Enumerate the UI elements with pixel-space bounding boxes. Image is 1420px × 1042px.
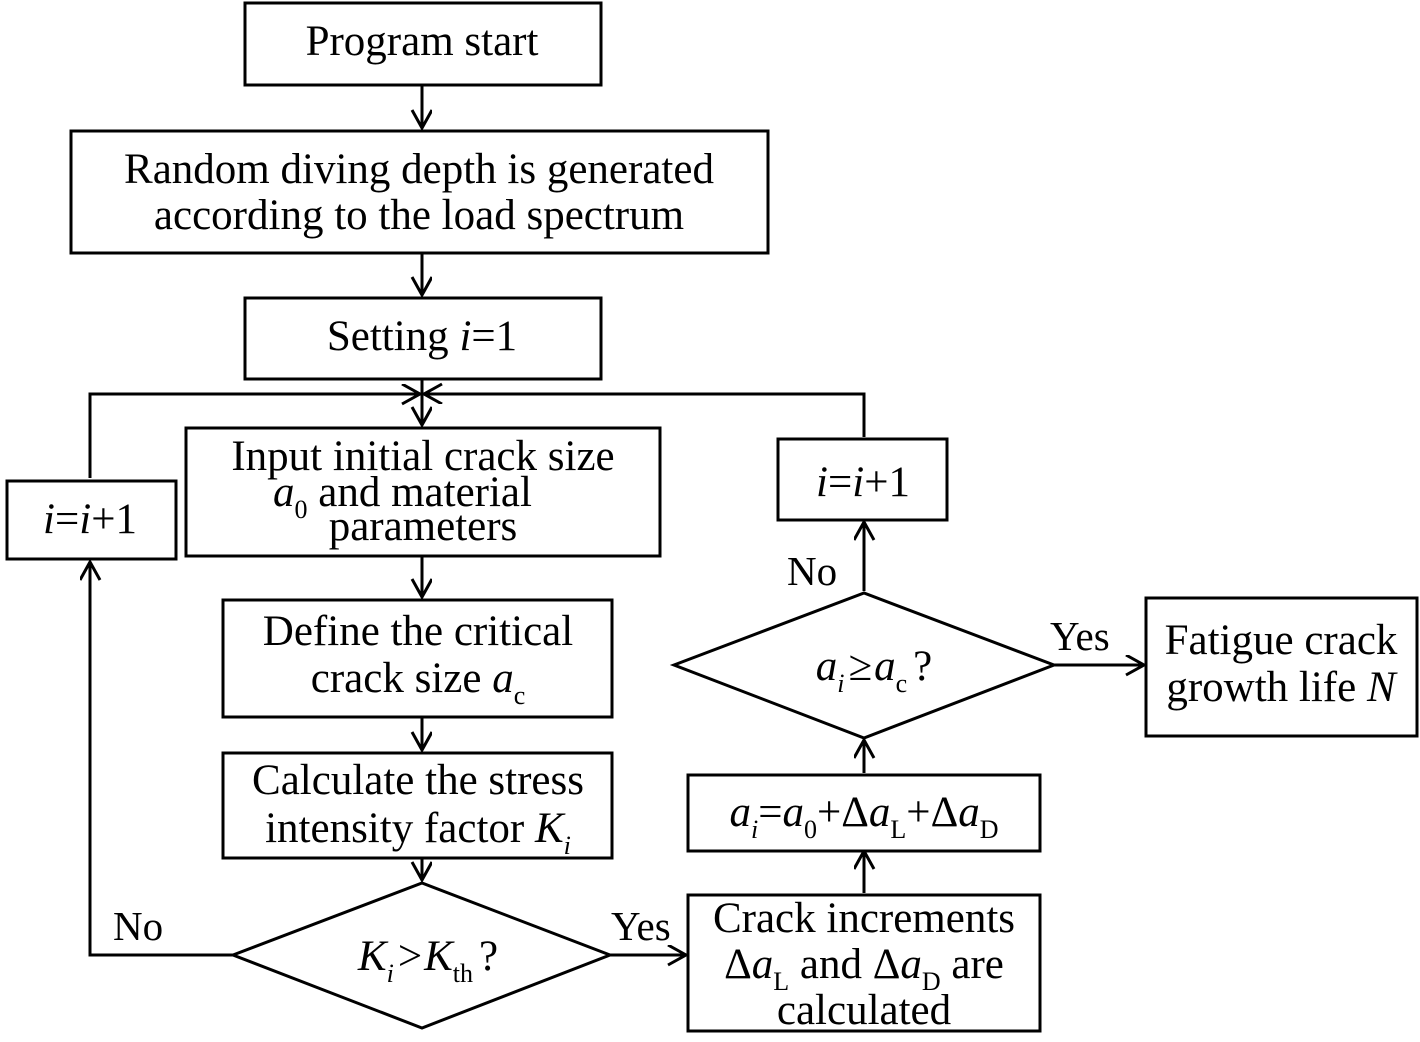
define-line1: Define the critical — [263, 608, 573, 655]
calc-line2: intensity factor Ki — [265, 805, 571, 860]
label-no-left: No — [113, 903, 163, 949]
node-calc-sif: Calculate the stress intensity factor Ki — [221, 751, 614, 860]
formula-label: ai=a0+ΔaL+ΔaD — [729, 789, 998, 844]
random-depth-line2: according to the load spectrum — [154, 192, 684, 239]
connectors — [90, 85, 1144, 955]
node-increment-right: i=i+1 — [776, 437, 949, 522]
setting-label: Setting i=1 — [327, 313, 517, 360]
node-increment-left: i=i+1 — [5, 479, 178, 561]
arrow-decision1-no-loop — [90, 562, 233, 957]
crack-incr-line3: calculated — [777, 987, 951, 1034]
label-yes-bottom: Yes — [611, 903, 671, 949]
input-line1: Input initial crack size — [231, 433, 614, 480]
node-crack-increments: Crack increments ΔaL and ΔaD are calcula… — [686, 893, 1042, 1034]
node-formula: ai=a0+ΔaL+ΔaD — [686, 773, 1042, 853]
crack-incr-line1: Crack increments — [713, 895, 1015, 942]
increment-left-label: i=i+1 — [43, 496, 137, 543]
random-depth-line1: Random diving depth is generated — [124, 146, 714, 193]
result-line1: Fatigue crack — [1165, 617, 1398, 664]
define-line2: crack size ac — [311, 655, 525, 710]
arrow-incr-left-to-merge — [88, 394, 420, 478]
calc-line1: Calculate the stress — [252, 757, 584, 804]
node-define-critical: Define the critical crack size ac — [221, 598, 614, 719]
node-decision-threshold: Ki>Kth? — [228, 881, 615, 1030]
node-setting: Setting i=1 — [243, 296, 603, 381]
node-random-depth: Random diving depth is generated accordi… — [69, 129, 770, 255]
decision1-label: Ki>Kth? — [357, 933, 498, 988]
result-line2: growth life N — [1166, 664, 1398, 711]
node-decision-critical: ai≥ac? — [669, 591, 1059, 740]
program-start-label: Program start — [306, 18, 539, 65]
input-line3: parameters — [329, 503, 518, 550]
decision2-label: ai≥ac? — [816, 643, 932, 698]
input-line2: a0 and material — [273, 469, 532, 524]
label-no-right: No — [787, 548, 837, 594]
label-yes-right: Yes — [1050, 613, 1110, 659]
arrow-incr-right-to-merge — [424, 394, 866, 437]
increment-right-label: i=i+1 — [816, 459, 910, 506]
crack-incr-line2: ΔaL and ΔaD are — [724, 941, 1004, 996]
node-result: Fatigue crack growth life N — [1144, 596, 1419, 738]
node-program-start: Program start — [243, 1, 603, 87]
node-input-parameters: Input initial crack size a0 and material… — [184, 426, 662, 558]
